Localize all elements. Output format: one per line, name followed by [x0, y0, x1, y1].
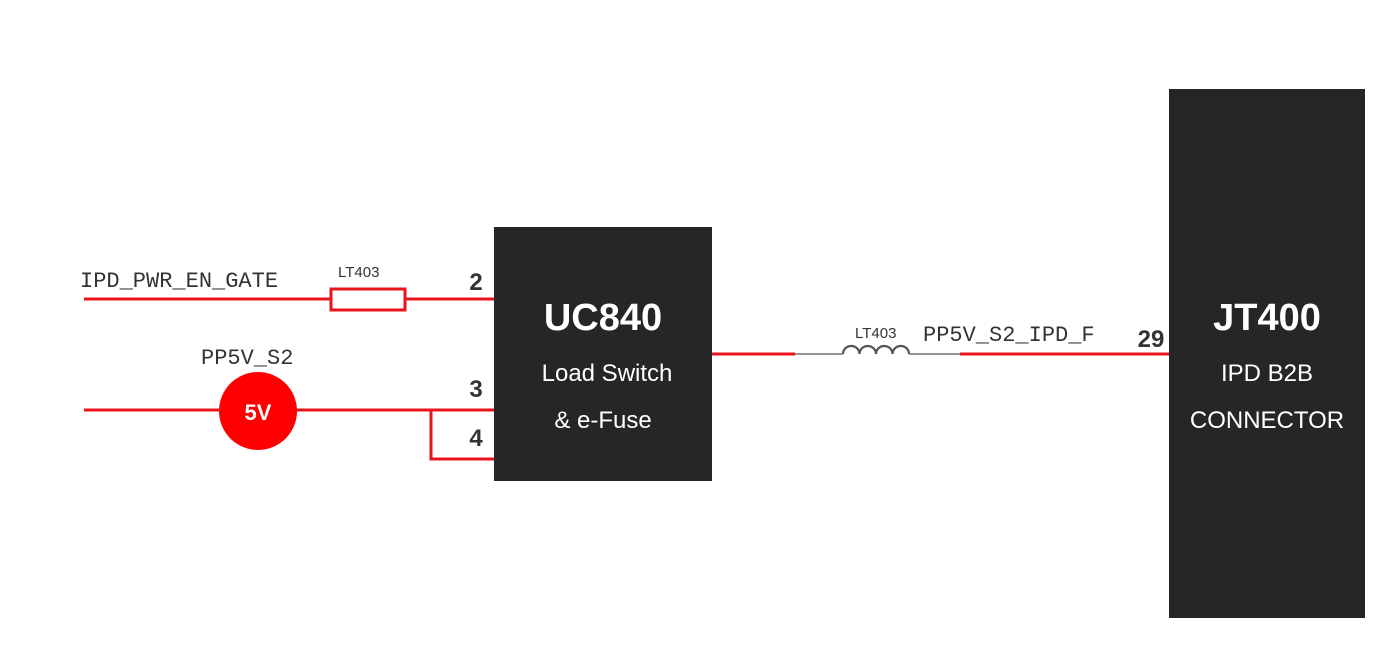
jt400-block [1169, 89, 1365, 618]
resistor-lt403 [329, 287, 407, 312]
voltage-badge [219, 372, 297, 450]
jt400-pin-29: 29 [1138, 326, 1165, 353]
jt400-name: JT400 [1213, 297, 1321, 339]
resistor-label: LT403 [338, 264, 379, 281]
wire-pin4-loop [429, 410, 494, 461]
uc840-name: UC840 [544, 297, 662, 339]
inductor-label: LT403 [855, 325, 896, 342]
jt400-line1: IPD B2B [1221, 360, 1313, 387]
uc840-line1: Load Switch [542, 360, 673, 387]
inductor-lt403 [841, 344, 911, 355]
voltage-badge-label: 5V [245, 400, 272, 425]
net-label-ipd-pwr-en-gate: IPD_PWR_EN_GATE [80, 269, 278, 294]
uc840-pin-2: 2 [469, 269, 482, 296]
uc840-block [494, 227, 712, 481]
uc840-line2: & e-Fuse [554, 407, 651, 434]
uc840-pin-3: 3 [469, 376, 482, 403]
net-label-pp5v-s2: PP5V_S2 [201, 346, 293, 371]
net-label-pp5v-s2-ipd-f: PP5V_S2_IPD_F [923, 323, 1095, 348]
uc840-pin-4: 4 [469, 425, 483, 452]
jt400-line2: CONNECTOR [1190, 407, 1344, 434]
